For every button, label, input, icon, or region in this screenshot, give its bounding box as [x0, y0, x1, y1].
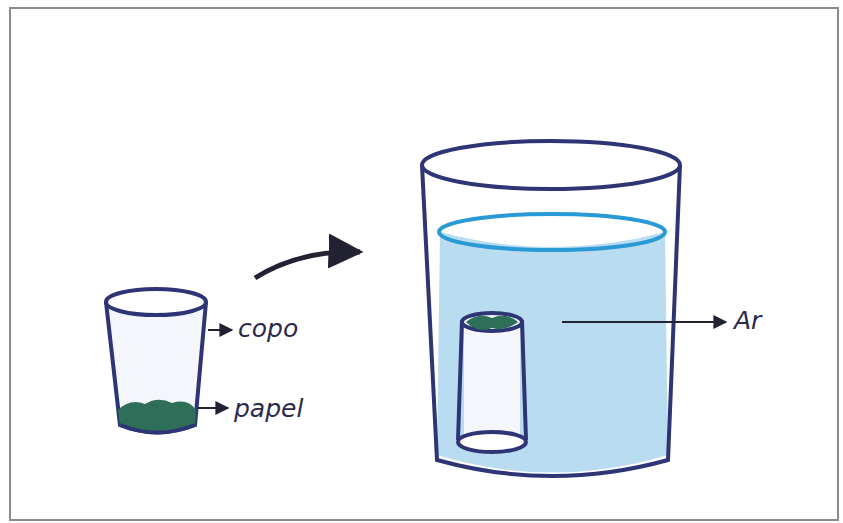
water-container [422, 141, 680, 476]
frame [10, 8, 838, 520]
part-label: Ar [734, 308, 761, 333]
leader-line [208, 329, 232, 331]
transfer-arrow [255, 252, 360, 278]
part-label: copo [238, 316, 298, 341]
leader-line [198, 407, 228, 409]
small-cup [106, 289, 206, 433]
part-label: papel [234, 396, 303, 421]
leader-line [562, 321, 726, 323]
